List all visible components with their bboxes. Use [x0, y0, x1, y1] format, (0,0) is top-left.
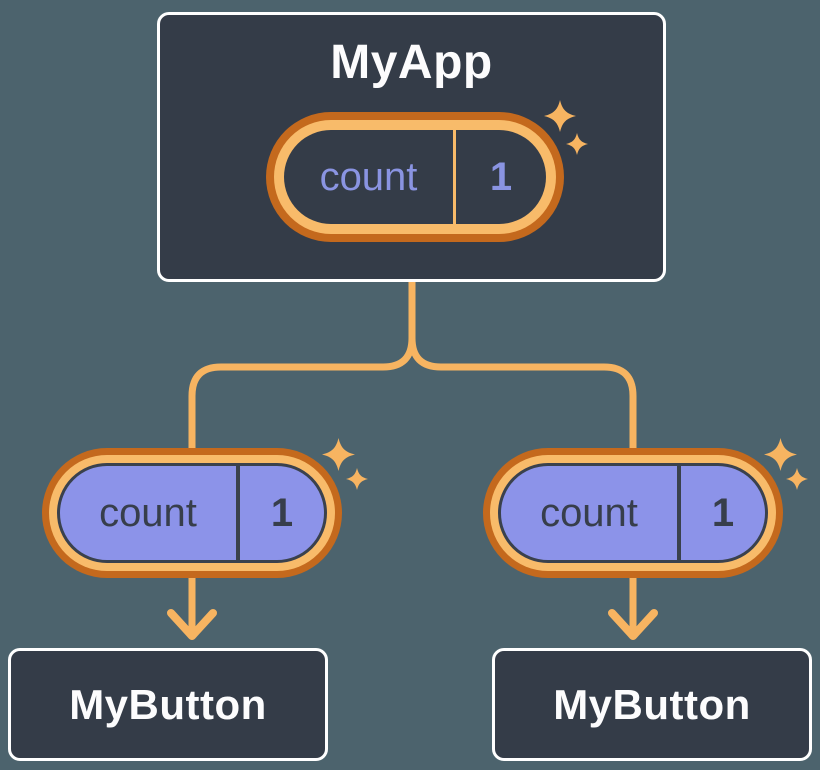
connector-right-branch [408, 276, 637, 634]
arrow-down-icon [167, 609, 217, 640]
prop-pill-body: count 1 [498, 463, 768, 563]
prop-value: 1 [711, 490, 735, 535]
state-pill-body: count 1 [284, 130, 546, 224]
component-title: MyApp [330, 35, 493, 89]
component-title: MyButton [553, 680, 751, 728]
prop-value: 1 [270, 490, 294, 535]
prop-pill-right: count 1 [483, 448, 783, 578]
prop-pill-left: count 1 [42, 448, 342, 578]
prop-name: count [99, 490, 197, 535]
arrow-down-icon [608, 609, 658, 640]
component-node-right-child: MyButton [492, 648, 812, 761]
component-title: MyButton [69, 680, 267, 728]
sparkle-icon [346, 468, 368, 490]
prop-name: count [540, 490, 638, 535]
sparkle-icon [566, 133, 588, 155]
sparkle-icon [322, 438, 355, 471]
state-name: count [319, 154, 418, 199]
state-pill-ring: count 1 [274, 120, 556, 234]
sparkle-icon [764, 438, 797, 471]
state-pill: count 1 [266, 112, 564, 242]
sparkle-icon [544, 100, 576, 132]
state-value: 1 [489, 154, 513, 199]
prop-pill-ring: count 1 [490, 455, 776, 571]
component-node-left-child: MyButton [8, 648, 328, 761]
prop-pill-ring: count 1 [49, 455, 335, 571]
pill-divider [236, 466, 240, 560]
prop-pill-body: count 1 [57, 463, 327, 563]
sparkle-icon [786, 468, 808, 490]
pill-divider [677, 466, 681, 560]
pill-divider [453, 130, 456, 224]
